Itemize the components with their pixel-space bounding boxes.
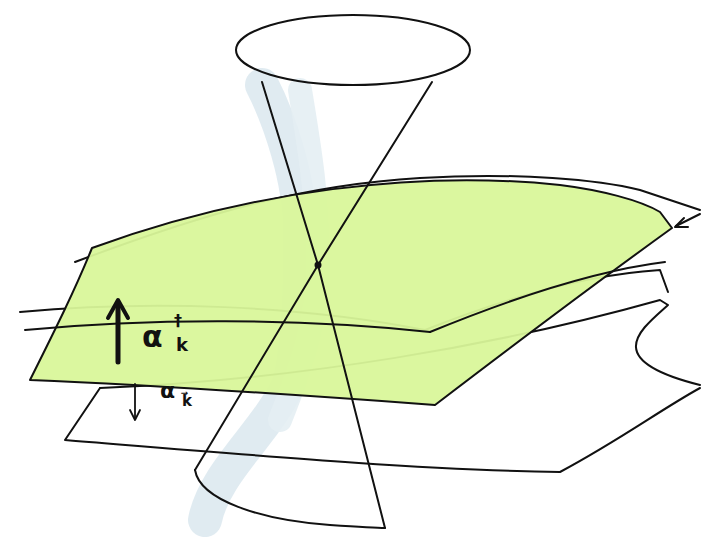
operator-symbol: α bbox=[160, 380, 175, 402]
index-subscript: k bbox=[176, 336, 188, 354]
vector-subscript: k⃗ bbox=[182, 394, 192, 409]
operator-symbol: α bbox=[142, 322, 163, 352]
dagger-superscript: † bbox=[174, 313, 182, 329]
